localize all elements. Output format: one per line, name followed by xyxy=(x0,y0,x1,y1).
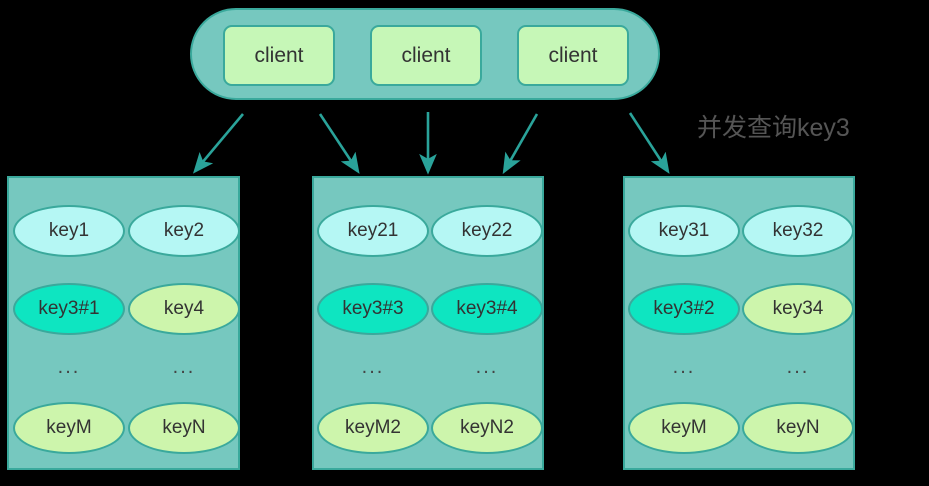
key-label: keyN xyxy=(776,417,820,438)
key-node2-r1-c1[interactable]: key21 xyxy=(317,205,429,257)
key-label: key2 xyxy=(163,220,205,241)
node-box-1: key1 key2 key3#1 key4 ... ... keyM keyN xyxy=(7,176,240,470)
key-node2-r2-c2[interactable]: key3#4 xyxy=(431,283,543,335)
ellipsis-node1-right: ... xyxy=(172,356,196,378)
key-label: key3#4 xyxy=(456,298,518,319)
key-label: keyM xyxy=(46,417,92,438)
key-node3-r3-c2[interactable]: keyN xyxy=(742,402,854,454)
node-box-2: key21 key22 key3#3 key3#4 ... ... keyM2 … xyxy=(312,176,544,470)
key-node2-r3-c2[interactable]: keyN2 xyxy=(431,402,543,454)
key-node1-r3-c1[interactable]: keyM xyxy=(13,402,125,454)
client-box-2[interactable]: client xyxy=(370,25,482,86)
client-box-3[interactable]: client xyxy=(517,25,629,86)
ellipsis-node2-right: ... xyxy=(475,356,499,378)
key-node2-r3-c1[interactable]: keyM2 xyxy=(317,402,429,454)
ellipsis-node1-left: ... xyxy=(57,356,81,378)
arrow-to-node-2-b xyxy=(502,113,539,175)
key-node2-r2-c1[interactable]: key3#3 xyxy=(317,283,429,335)
key-node1-r2-c2[interactable]: key4 xyxy=(128,283,240,335)
arrow-to-node-1-b xyxy=(318,113,360,174)
key-node3-r1-c2[interactable]: key32 xyxy=(742,205,854,257)
arrow-to-node-3 xyxy=(628,112,670,174)
key-label: key4 xyxy=(163,298,205,319)
client-label: client xyxy=(401,43,451,67)
annotation-label: 并发查询key3 xyxy=(697,114,850,142)
client-box-1[interactable]: client xyxy=(223,25,335,86)
ellipsis-node3-right: ... xyxy=(786,356,810,378)
key-label: key22 xyxy=(461,220,513,241)
key-node1-r2-c1[interactable]: key3#1 xyxy=(13,283,125,335)
arrow-to-node-1-a xyxy=(192,113,244,174)
client-label: client xyxy=(254,43,304,67)
key-node3-r2-c1[interactable]: key3#2 xyxy=(628,283,740,335)
key-node1-r1-c1[interactable]: key1 xyxy=(13,205,125,257)
client-label: client xyxy=(548,43,598,67)
key-label: key1 xyxy=(48,220,90,241)
key-label: key32 xyxy=(772,220,824,241)
key-label: key31 xyxy=(658,220,710,241)
key-node1-r1-c2[interactable]: key2 xyxy=(128,205,240,257)
key-label: keyM xyxy=(661,417,707,438)
key-label: key34 xyxy=(772,298,824,319)
key-node2-r1-c2[interactable]: key22 xyxy=(431,205,543,257)
key-label: key3#3 xyxy=(342,298,404,319)
ellipsis-node2-left: ... xyxy=(361,356,385,378)
key-node1-r3-c2[interactable]: keyN xyxy=(128,402,240,454)
node-box-3: key31 key32 key3#2 key34 ... ... keyM ke… xyxy=(623,176,855,470)
key-label: keyN2 xyxy=(460,417,514,438)
client-cluster: client client client xyxy=(190,8,660,100)
key-label: key3#1 xyxy=(38,298,100,319)
key-label: key21 xyxy=(347,220,399,241)
key-label: keyN xyxy=(162,417,206,438)
key-node3-r3-c1[interactable]: keyM xyxy=(628,402,740,454)
key-node3-r1-c1[interactable]: key31 xyxy=(628,205,740,257)
key-label: key3#2 xyxy=(653,298,715,319)
ellipsis-node3-left: ... xyxy=(672,356,696,378)
key-node3-r2-c2[interactable]: key34 xyxy=(742,283,854,335)
key-label: keyM2 xyxy=(345,417,401,438)
